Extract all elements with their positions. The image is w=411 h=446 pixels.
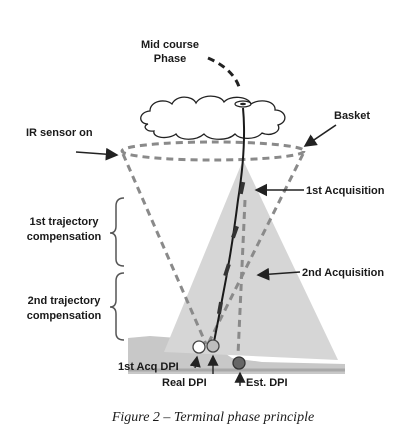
real-dpi-point bbox=[206, 339, 220, 353]
first-acq-dpi-point bbox=[192, 340, 206, 354]
est-dpi-label: Est. DPI bbox=[246, 377, 288, 389]
outer-cone-left-edge bbox=[121, 153, 208, 345]
target-symbol-center bbox=[240, 102, 246, 106]
mid-course-label-line2: Phase bbox=[154, 53, 186, 65]
est-dpi-point bbox=[232, 356, 246, 370]
ir-sensor-arrow bbox=[75, 147, 119, 161]
first-traj-label-line2: compensation bbox=[27, 231, 102, 243]
cloud-shape bbox=[140, 95, 286, 140]
first-acq-dpi-arrow bbox=[189, 355, 201, 369]
first-traj-label-line1: 1st trajectory bbox=[29, 216, 99, 228]
basket-arrow bbox=[303, 124, 337, 147]
ir-sensor-label: IR sensor on bbox=[26, 127, 93, 139]
second-acquisition-label: 2nd Acquisition bbox=[302, 267, 384, 279]
basket-label: Basket bbox=[334, 110, 370, 122]
second-acquisition-arrow bbox=[256, 267, 301, 281]
trajectory-corrections bbox=[216, 181, 246, 315]
first-traj-brace bbox=[109, 197, 125, 267]
basket-ellipse bbox=[120, 140, 306, 162]
acquisition-cone bbox=[164, 160, 338, 360]
descent-trajectory bbox=[213, 107, 246, 343]
target-symbol bbox=[234, 100, 252, 108]
second-traj-brace bbox=[109, 272, 125, 341]
inner-cone-dashed-axis bbox=[236, 199, 247, 356]
second-traj-label-line2: compensation bbox=[27, 310, 102, 322]
second-traj-label-line1: 2nd trajectory bbox=[28, 295, 102, 307]
first-acquisition-label: 1st Acquisition bbox=[306, 185, 385, 197]
first-acq-dpi-label: 1st Acq DPI bbox=[118, 361, 179, 373]
figure-caption: Figure 2 – Terminal phase principle bbox=[111, 410, 314, 425]
midcourse-trajectory bbox=[207, 56, 242, 91]
real-dpi-label: Real DPI bbox=[162, 377, 207, 389]
mid-course-label-line1: Mid course bbox=[141, 39, 199, 51]
